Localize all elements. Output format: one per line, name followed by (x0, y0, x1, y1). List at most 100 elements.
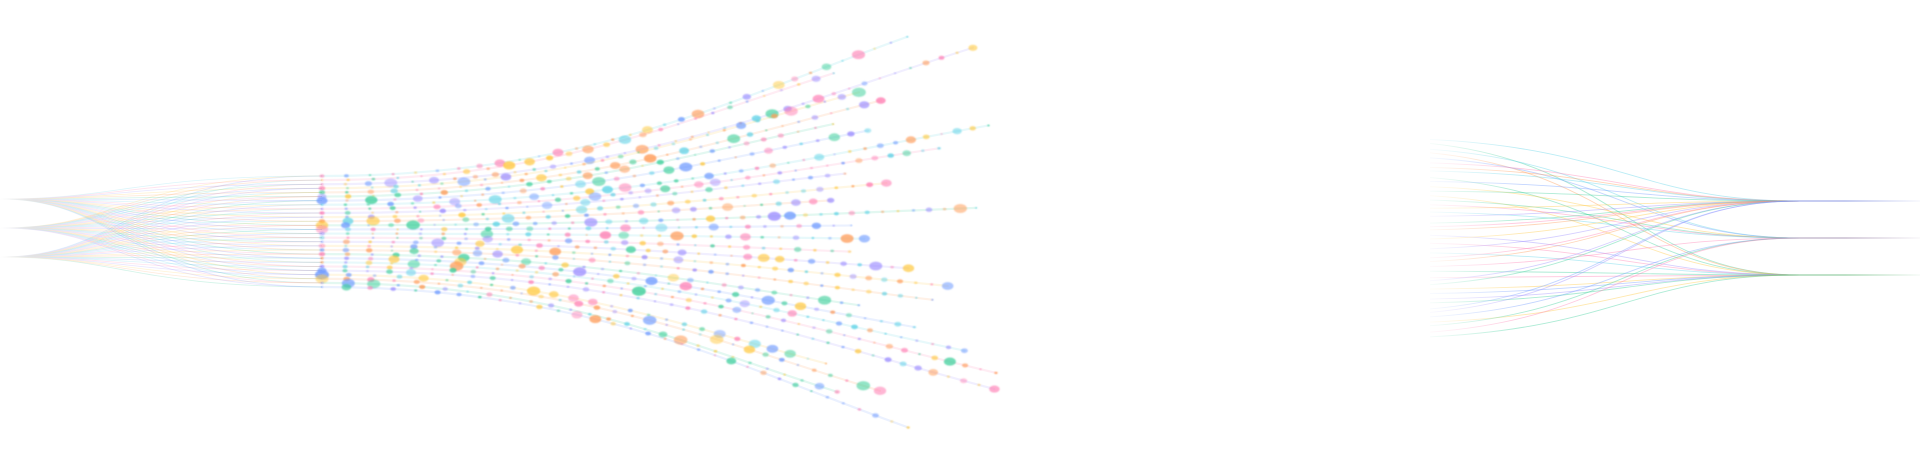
fan-dot (411, 180, 414, 183)
fan-dot (792, 235, 800, 240)
fan-dot (816, 186, 824, 192)
fan-dot (564, 214, 571, 218)
fan-dot (871, 354, 875, 357)
fan-dot (946, 375, 950, 378)
fan-dot (393, 198, 397, 201)
fan-dot (593, 305, 601, 310)
fan-dot (479, 183, 484, 187)
fan-dot (624, 322, 630, 326)
fan-dot (743, 345, 756, 354)
fan-dot (510, 245, 524, 254)
fan-dot (938, 55, 945, 60)
fan-dot (498, 299, 502, 302)
fan-dot (690, 135, 694, 138)
fan-dot (698, 333, 702, 336)
fan-dot (460, 195, 464, 198)
fan-dot (791, 199, 801, 206)
fan-dot (717, 159, 721, 162)
fan-dot (762, 174, 766, 177)
fan-dot (706, 281, 709, 284)
fan-dot (371, 211, 374, 214)
fan-dot (415, 188, 419, 191)
fan-dot (526, 226, 534, 232)
fan-dot (740, 233, 751, 241)
fan-dot (667, 273, 679, 282)
fan-dot (829, 112, 833, 115)
fan-dot (405, 269, 417, 276)
fan-dot (901, 347, 908, 353)
fan-dot (432, 201, 436, 204)
fan-dot (576, 170, 582, 174)
fan-dot (639, 234, 644, 237)
fan-dot (609, 161, 621, 170)
fan-dot (825, 261, 830, 264)
fan-dot (436, 259, 442, 263)
fan-dot (545, 155, 554, 161)
fan-dot (759, 305, 763, 308)
fan-dot (703, 302, 707, 305)
fan-dot (914, 365, 922, 371)
fan-dot (834, 390, 840, 394)
fan-dot (781, 329, 784, 332)
fan-dot (564, 232, 571, 237)
fan-dot (522, 211, 526, 214)
fan-dot (594, 167, 600, 171)
fan-dot (955, 51, 959, 54)
fan-dot (654, 293, 658, 296)
fan-dot (532, 221, 538, 226)
fan-dot (725, 262, 730, 266)
fan-dot (588, 257, 596, 263)
fan-dot (388, 223, 394, 228)
fan-dot (811, 368, 817, 372)
fan-dot (655, 194, 659, 197)
fan-dot (826, 341, 830, 344)
fan-dot (680, 343, 684, 345)
right-fade-overlay (1420, 0, 1920, 450)
fan-dot (709, 334, 724, 345)
fan-dot (777, 236, 781, 239)
fan-dot (764, 147, 773, 154)
fan-dot (843, 172, 847, 175)
fan-dot (911, 209, 916, 212)
fan-dot (409, 266, 414, 270)
fan-dot (371, 177, 376, 181)
fan-dot (748, 339, 761, 349)
fan-dot (390, 287, 396, 291)
fan-dot (345, 272, 352, 277)
fan-dot (867, 328, 873, 333)
fan-dot (953, 203, 967, 214)
fan-dot (635, 144, 649, 154)
fan-dot (851, 288, 855, 291)
fan-dot (394, 218, 401, 224)
fan-dot (830, 249, 835, 253)
fan-dot (457, 177, 471, 187)
fan-dot (708, 223, 719, 231)
fan-dot (794, 169, 797, 172)
fan-dot (491, 172, 500, 178)
fan-dot (548, 283, 551, 286)
fan-dot (620, 224, 631, 232)
fan-dot (810, 390, 813, 392)
fan-dot (670, 231, 684, 241)
fan-dot (858, 101, 870, 109)
fan-dot (445, 279, 449, 282)
fan-dot (738, 285, 744, 290)
fan-dot (796, 130, 800, 133)
fan-dot (342, 239, 350, 245)
fan-dot (552, 148, 564, 157)
fan-dot (344, 174, 349, 178)
fan-dot (602, 199, 606, 202)
fan-dot (588, 192, 602, 201)
fan-dot (540, 187, 546, 191)
fan-dot (676, 243, 680, 246)
fan-dot (670, 295, 674, 299)
fan-dot (547, 239, 551, 242)
fan-dot (610, 246, 617, 251)
fan-dot (825, 396, 830, 399)
fan-dot (582, 162, 586, 166)
fan-dot (700, 309, 708, 314)
fan-dot (386, 265, 393, 270)
fan-dot (879, 320, 883, 323)
fan-dot (571, 311, 583, 319)
fan-dot (475, 266, 479, 269)
